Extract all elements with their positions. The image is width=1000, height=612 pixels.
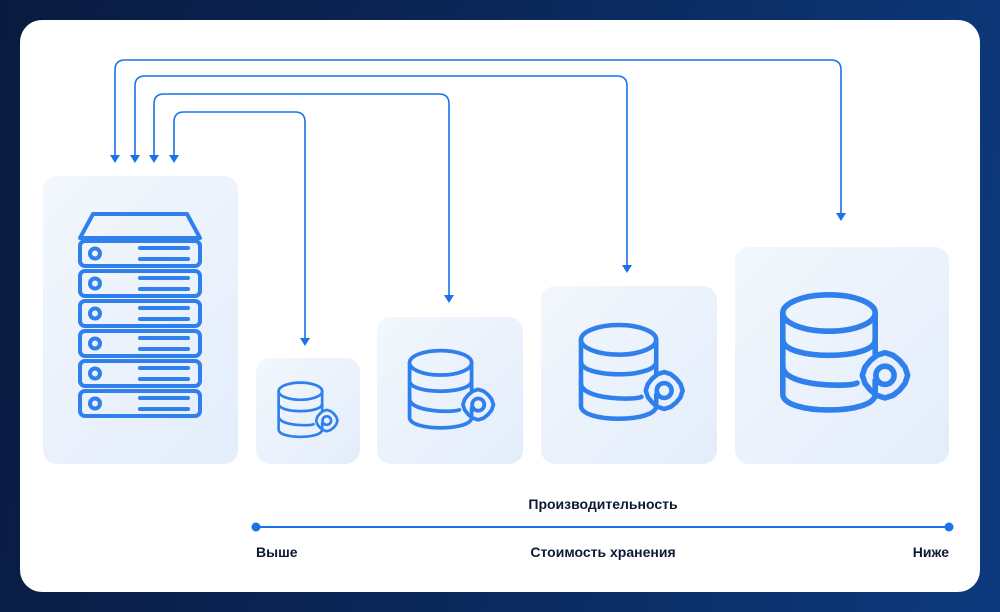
arrow-to-server-2 [130, 155, 140, 163]
database-gear-icon [407, 348, 496, 430]
diagram-canvas [78, 59, 954, 532]
performance-label: Производительность [528, 496, 678, 512]
higher-label: Выше [256, 544, 298, 560]
arrow-to-tier-3 [622, 265, 632, 273]
arrow-to-tier-2 [444, 295, 454, 303]
connector-tier-4 [114, 59, 842, 213]
arrow-to-server-3 [149, 155, 159, 163]
storage-cost-label: Стоимость хранения [530, 544, 676, 560]
connector-tier-1 [173, 111, 306, 338]
connector-tier-3 [134, 75, 628, 265]
arrow-to-tier-1 [300, 338, 310, 346]
scale-axis [251, 522, 954, 532]
arrow-to-tier-4 [836, 213, 846, 221]
scale-start-dot [251, 522, 261, 532]
scale-end-dot [944, 522, 954, 532]
connector-tier-2 [153, 93, 450, 295]
arrowheads [110, 155, 846, 346]
server-rack-icon [78, 212, 202, 418]
lower-label: Ниже [912, 544, 949, 560]
database-gear-icon [581, 325, 683, 419]
database-gear-icon [783, 295, 908, 410]
connector-lines [114, 59, 842, 338]
diagram-card: Производительность Выше Стоимость хранен… [20, 20, 980, 592]
arrow-to-server-1 [110, 155, 120, 163]
database-gear-icon [277, 381, 339, 439]
arrow-to-server-4 [169, 155, 179, 163]
